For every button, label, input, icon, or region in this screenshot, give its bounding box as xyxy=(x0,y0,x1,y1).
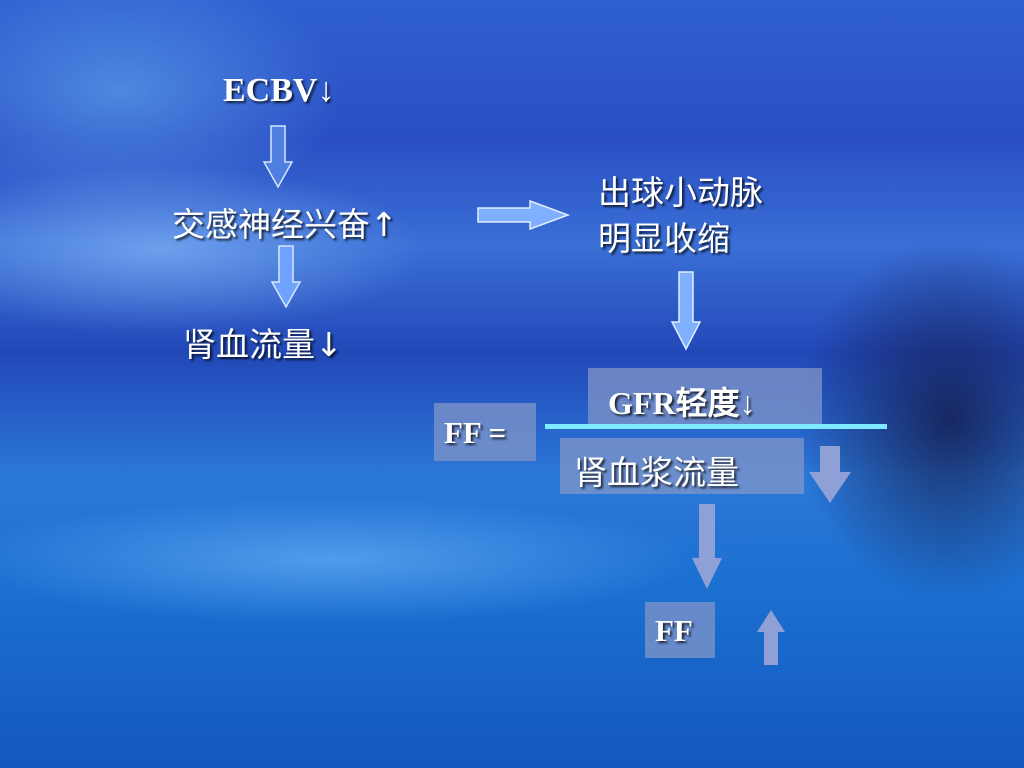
efferent-arteriole-line2: 明显收缩 xyxy=(598,219,730,258)
gfr-box: GFR轻度↓ xyxy=(588,368,822,426)
renal-plasma-flow-box: 肾血浆流量 xyxy=(560,438,804,494)
down-arrow-icon xyxy=(692,504,722,589)
efferent-arteriole-line1: 出球小动脉 xyxy=(598,173,763,212)
ecbv-label: ECBV↓ xyxy=(223,72,335,109)
down-arrow-icon xyxy=(270,245,302,309)
ff-equals-box: FF = xyxy=(434,403,536,461)
efferent-arteriole-label: 出球小动脉 明显收缩 xyxy=(598,170,763,262)
right-arrow-icon xyxy=(477,199,571,231)
renal-blood-flow-label: 肾血流量↓ xyxy=(183,325,343,364)
up-arrow-icon xyxy=(757,610,785,665)
down-arrow-icon xyxy=(262,125,294,189)
sympathetic-excitation-label: 交感神经兴奋↑ xyxy=(172,205,398,244)
down-arrow-icon xyxy=(809,446,851,503)
down-arrow-icon xyxy=(670,271,702,351)
ff-box: FF xyxy=(645,602,715,658)
fraction-line xyxy=(545,424,887,429)
